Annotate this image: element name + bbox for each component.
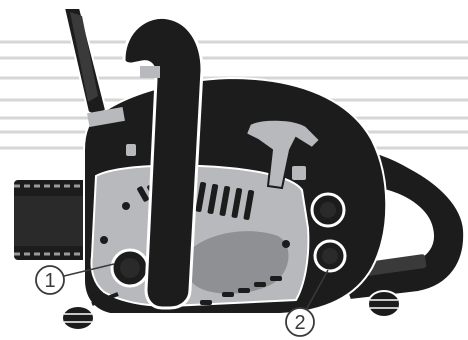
detached-cap-left [62,306,94,330]
callout-1-label: 1 [44,270,55,292]
callout-1: 1 [36,266,64,294]
detached-cap-right [368,291,400,317]
callout-2-label: 2 [294,312,305,334]
callout-2: 2 [286,308,314,336]
